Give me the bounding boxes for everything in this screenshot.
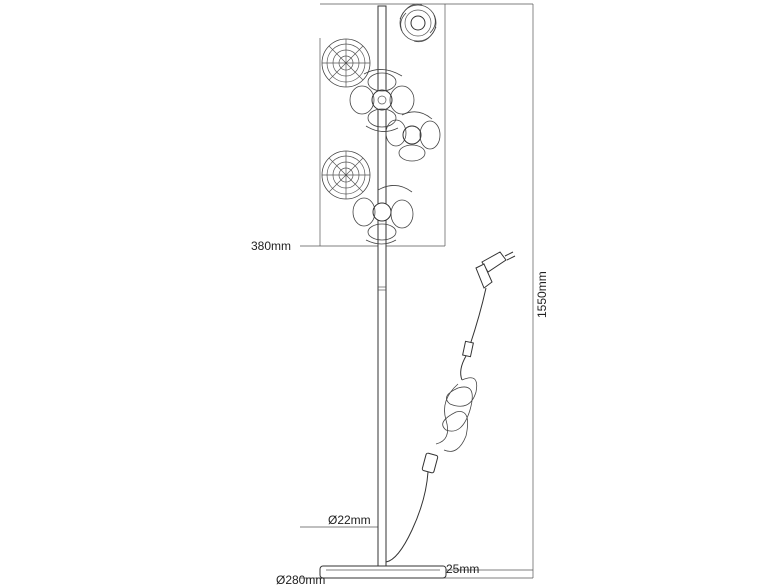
globe-1 [399, 3, 437, 43]
globe-6 [352, 185, 414, 245]
pole-diameter-label: Ø22mm [328, 513, 371, 527]
dimension-lines [300, 3, 534, 579]
shade-width-label: 380mm [251, 239, 291, 253]
total-height-label: 1550mm [535, 271, 549, 318]
globe-5 [321, 150, 371, 200]
shade-globes [321, 3, 441, 245]
power-cable [385, 251, 516, 563]
base-diameter-label: Ø280mm [276, 573, 325, 585]
lamp-base [319, 565, 447, 579]
globe-4 [385, 111, 441, 162]
globe-2 [321, 38, 371, 88]
globe-3 [349, 69, 415, 132]
base-thickness-label: 25mm [446, 562, 479, 576]
